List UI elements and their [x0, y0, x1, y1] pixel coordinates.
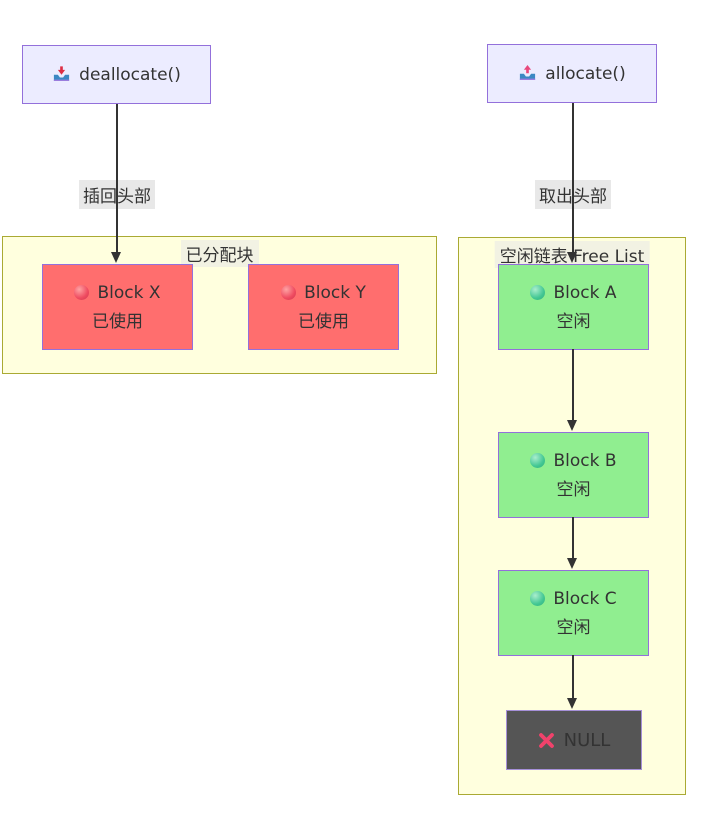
- arrowhead-down-icon: [567, 420, 577, 431]
- block-status-label: 已使用: [92, 311, 143, 332]
- edge-allocate-to-blocka: [572, 103, 574, 253]
- arrowhead-down-icon: [111, 252, 121, 263]
- block-x-name-row: Block X: [74, 282, 161, 303]
- allocate-node: allocate(): [487, 44, 657, 103]
- block-c: Block C 空闲: [498, 570, 649, 656]
- edge-blocka-to-blockb: [572, 349, 574, 420]
- block-name-label: Block A: [553, 282, 617, 303]
- inbox-tray-icon: [54, 66, 70, 81]
- cross-mark-icon: [538, 732, 554, 748]
- block-name-label: Block C: [553, 588, 617, 609]
- block-a-name-row: Block A: [530, 282, 617, 303]
- block-status-label: 空闲: [556, 479, 591, 500]
- function-label: allocate(): [545, 63, 626, 84]
- block-name-label: Block X: [97, 282, 161, 303]
- block-b: Block B 空闲: [498, 432, 649, 518]
- edge-deallocate-to-blockx: [116, 104, 118, 253]
- function-label: deallocate(): [79, 64, 181, 85]
- outbox-tray-icon: [520, 64, 536, 80]
- green-circle-icon: [530, 591, 546, 606]
- allocated-cluster-title: 已分配块: [180, 240, 259, 267]
- null-label: NULL: [563, 729, 611, 751]
- block-y: Block Y 已使用: [248, 264, 399, 350]
- red-circle-icon: [281, 285, 297, 300]
- block-y-name-row: Block Y: [281, 283, 366, 303]
- red-circle-icon: [74, 285, 90, 300]
- null-terminator: NULL: [506, 710, 642, 770]
- edge-blockc-to-null: [572, 655, 574, 698]
- arrowhead-down-icon: [567, 698, 577, 709]
- block-status-label: 空闲: [556, 617, 591, 638]
- deallocate-node: deallocate(): [22, 45, 211, 104]
- green-circle-icon: [530, 285, 546, 300]
- block-x: Block X 已使用: [42, 264, 193, 350]
- allocated-blocks-cluster: 已分配块 Block X 已使用 Block Y 已使用: [2, 236, 437, 374]
- block-c-name-row: Block C: [530, 588, 617, 609]
- block-name-label: Block Y: [304, 282, 366, 303]
- block-status-label: 空闲: [556, 311, 591, 332]
- arrowhead-down-icon: [567, 252, 577, 263]
- block-status-label: 已使用: [298, 311, 349, 332]
- free-list-cluster: 空闲链表 Free List Block A 空闲 Block B 空闲 Blo…: [458, 237, 686, 795]
- green-circle-icon: [530, 453, 546, 468]
- block-name-label: Block B: [553, 450, 617, 471]
- edge-blockb-to-blockc: [572, 517, 574, 558]
- block-a: Block A 空闲: [498, 264, 649, 350]
- block-b-name-row: Block B: [530, 450, 617, 471]
- arrowhead-down-icon: [567, 558, 577, 569]
